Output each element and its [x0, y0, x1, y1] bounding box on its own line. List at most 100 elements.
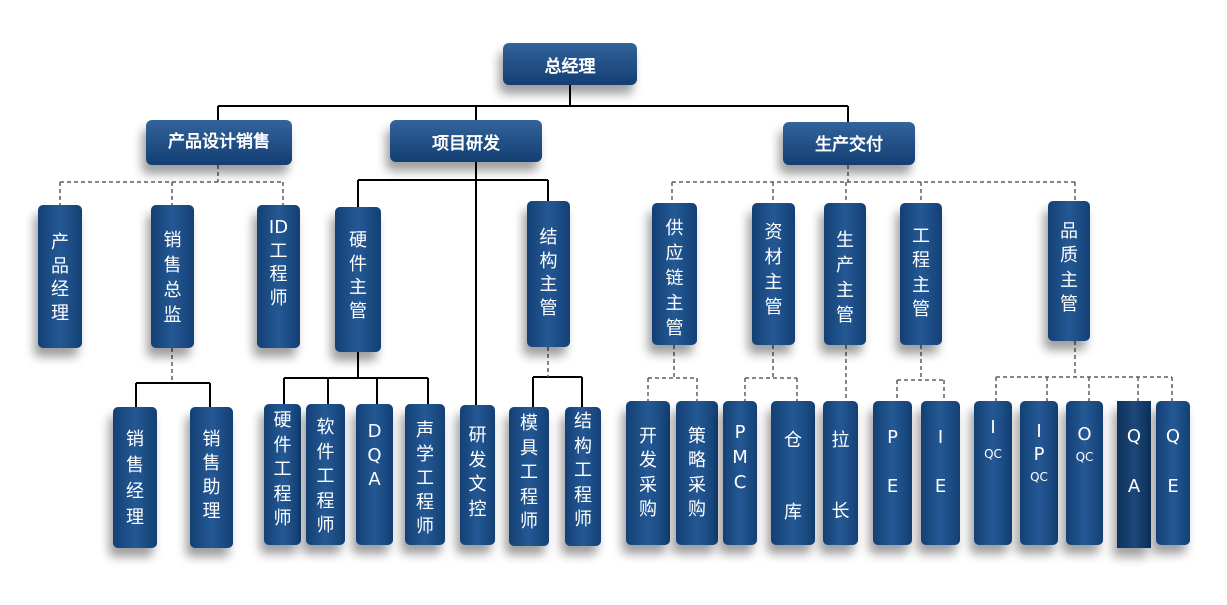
- label-line: 工: [416, 468, 434, 489]
- label-line: 工: [574, 460, 592, 481]
- label-line: 链: [665, 267, 684, 289]
- node-label: 资材主管: [752, 220, 795, 320]
- label-line: E: [886, 475, 899, 497]
- node-line-leader: 拉长: [823, 401, 858, 545]
- label-line: 具: [520, 437, 538, 459]
- node-label: 结构工程师: [565, 410, 601, 533]
- label-line: 工: [316, 466, 335, 487]
- label-line: 硬: [349, 230, 367, 251]
- node-label: 品质主管: [1048, 220, 1090, 317]
- node-product-design-sales: 产品设计销售: [146, 120, 292, 165]
- node-label: 拉长: [823, 405, 858, 547]
- label-line: 师: [269, 287, 288, 309]
- node-label: 结构主管: [527, 226, 570, 320]
- label-line: 管: [764, 296, 783, 318]
- label-line: 工: [269, 240, 288, 262]
- node-quality-manager: 品质主管: [1048, 201, 1090, 341]
- label-line: E: [934, 475, 947, 497]
- label-line: 程: [316, 490, 335, 512]
- node-label: 销售总监: [151, 228, 194, 328]
- node-label: 销售经理: [113, 427, 157, 531]
- label-line: 研: [468, 425, 487, 446]
- label-line: 管: [539, 297, 558, 319]
- node-materials-manager: 资材主管: [752, 203, 795, 345]
- label-line: Q: [1126, 426, 1142, 447]
- label-line: 产: [51, 232, 69, 253]
- label-line: 管: [1060, 293, 1078, 315]
- node-structure-manager: 结构主管: [527, 201, 570, 347]
- label-line: 程: [273, 483, 292, 505]
- label-line: 应: [665, 242, 684, 264]
- node-production-delivery: 生产交付: [783, 122, 915, 165]
- label-line: 构: [539, 250, 558, 272]
- label-line: 声: [416, 420, 434, 441]
- node-supply-chain-manager: 供应链主管: [652, 203, 697, 345]
- label-line: 开: [639, 426, 657, 447]
- label-line: 软: [316, 417, 335, 438]
- label-line: I: [990, 417, 996, 438]
- label-line: 主: [539, 274, 558, 295]
- node-project-rnd: 项目研发: [390, 120, 542, 162]
- node-strategic-purchasing: 策略采购: [676, 401, 718, 545]
- label-line: 质: [1060, 245, 1078, 267]
- label-line: 供: [665, 217, 684, 239]
- node-sales-manager: 销售经理: [113, 407, 157, 548]
- label-line: 管: [349, 300, 367, 322]
- label-line: 材: [764, 246, 783, 268]
- label-line: 管: [836, 304, 854, 326]
- label-line: 销: [126, 429, 144, 450]
- node-label: 模具工程师: [509, 412, 549, 535]
- label-line: 长: [831, 500, 850, 522]
- label-line: 控: [468, 498, 487, 520]
- node-label: 仓库: [771, 405, 815, 549]
- label-line: A: [1127, 476, 1141, 497]
- node-label: 策略采购: [676, 425, 718, 522]
- label-line: D: [367, 421, 382, 442]
- label-line: 师: [416, 516, 434, 537]
- label-line: 资: [764, 221, 783, 243]
- node-sales-assistant: 销售助理: [190, 407, 233, 548]
- label-line: 采: [688, 474, 706, 496]
- label-line: 监: [163, 304, 182, 326]
- label-line: 主: [349, 277, 367, 298]
- label-line: 件: [273, 434, 292, 456]
- node-label: 供应链主管: [652, 216, 697, 341]
- label-line: 主: [665, 292, 684, 314]
- label-line: P: [734, 421, 746, 443]
- label-line: 硬: [273, 410, 292, 431]
- label-line: 售: [202, 453, 221, 474]
- node-development-purchasing: 开发采购: [626, 401, 670, 545]
- label-line: 师: [316, 515, 335, 536]
- label-line: 拉: [831, 429, 850, 451]
- label-line: 发: [639, 450, 657, 472]
- label-line: 师: [520, 511, 538, 532]
- node-mold-engineer: 模具工程师: [509, 407, 549, 546]
- label-line: 管: [665, 317, 684, 339]
- label-line: I: [1036, 421, 1042, 442]
- label-line: 主: [912, 274, 930, 296]
- label-line: ID: [268, 217, 289, 238]
- label-line: M: [732, 446, 748, 468]
- label-line: 理: [126, 507, 144, 528]
- label-line: 策: [688, 426, 706, 447]
- label-line: 程: [574, 484, 592, 506]
- label-line: 模: [520, 413, 538, 434]
- node-hardware-engineer: 硬件工程师: [264, 404, 301, 545]
- label-line: 构: [574, 435, 592, 457]
- label-line: 品: [1060, 221, 1078, 242]
- label-line: O: [1077, 423, 1092, 445]
- label-line: 主: [1060, 269, 1078, 291]
- label-line: 总: [163, 279, 182, 301]
